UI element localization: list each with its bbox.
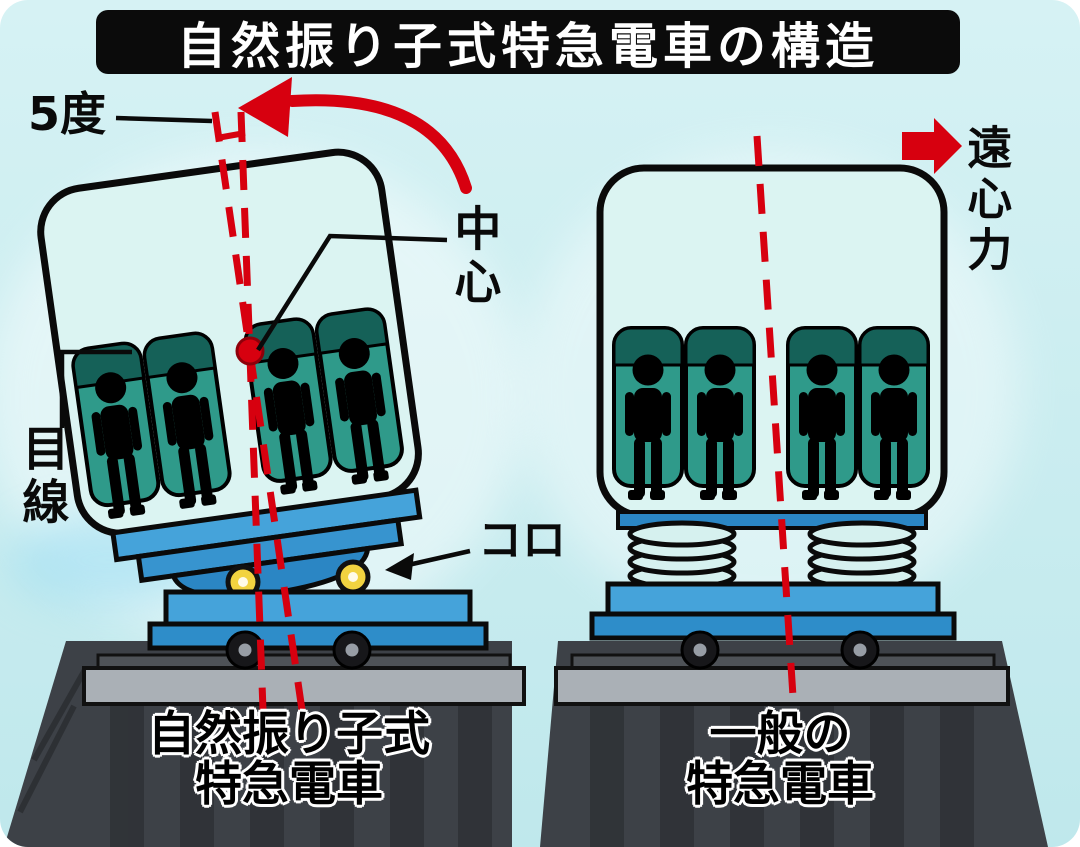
right-rail-slab	[554, 653, 1010, 706]
tilt-direction-arrow	[238, 77, 472, 194]
roller-pointer-arrowhead	[385, 553, 414, 580]
eye-line-pointer	[59, 349, 132, 428]
tilted-axis-line	[211, 111, 306, 711]
axis-lines	[211, 111, 798, 713]
roller-label: コロ	[478, 515, 566, 566]
passenger	[612, 326, 684, 502]
tilt-angle-pointer	[115, 115, 213, 124]
bolster-beam	[163, 589, 473, 627]
pointer-lines	[59, 115, 471, 568]
ordinary-train	[589, 164, 957, 670]
caption-line: 特急電車	[195, 757, 383, 813]
page-title: 自然振り子式特急電車の構造	[176, 17, 879, 75]
rotation-center-dot	[235, 336, 265, 366]
passenger	[786, 326, 858, 502]
pendulum-train-caption: 自然振り子式 特急電車	[99, 707, 479, 813]
center-pointer	[256, 233, 448, 352]
centrifugal-force-arrow	[902, 118, 962, 174]
ordinary-train-caption: 一般の 特急電車	[590, 707, 970, 813]
wheels	[225, 630, 372, 670]
pendulum-bogie	[147, 559, 489, 670]
caption-line: 自然振り子式	[148, 707, 430, 762]
wheels	[680, 630, 880, 670]
eye-line-label: 目線	[13, 424, 69, 530]
passenger	[684, 326, 756, 502]
bogie-frame	[147, 621, 489, 651]
caption-line: 一般の	[709, 707, 851, 762]
passenger	[858, 326, 930, 502]
ordinary-axis-line	[753, 135, 798, 713]
center-label: 中心	[445, 204, 501, 310]
suspension-spring-left	[627, 520, 737, 590]
tilt-angle-label: 5度	[28, 87, 107, 141]
title-banner: 自然振り子式特急電車の構造	[96, 10, 960, 75]
centrifugal-force-label: 遠心力	[959, 124, 1013, 277]
roller-right	[335, 559, 371, 595]
angle-tick	[216, 130, 246, 141]
left-rail-slab	[82, 653, 526, 706]
suspension-spring-right	[807, 520, 917, 590]
bogie-frame	[589, 611, 957, 641]
bolster-beam	[605, 581, 941, 617]
roller-pointer	[407, 548, 471, 568]
caption-line: 特急電車	[686, 757, 874, 813]
vertical-reference-line	[237, 111, 267, 711]
